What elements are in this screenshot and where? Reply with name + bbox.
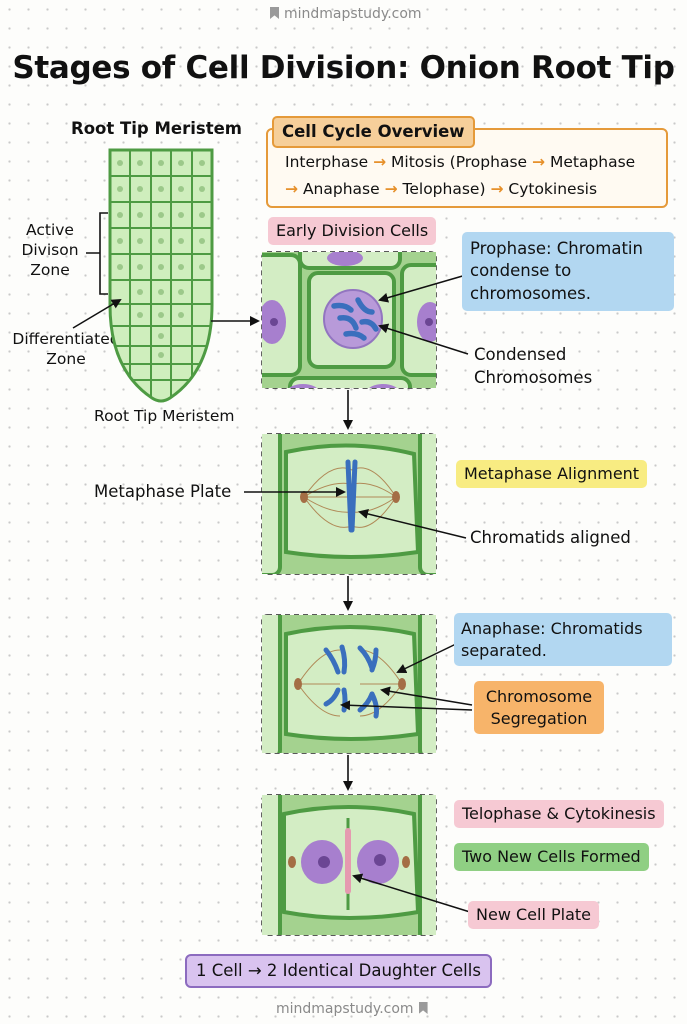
overview-text: Interphase → Mitosis (Prophase → Metapha…: [285, 149, 665, 203]
bookmark-icon: [418, 1002, 428, 1014]
prophase-box: Prophase: Chromatin condense to chromoso…: [462, 232, 674, 311]
arrow-icon: →: [384, 180, 398, 198]
root-tip-illustration: [86, 148, 214, 403]
early-division-label: Early Division Cells: [268, 217, 437, 245]
root-top-label: Root Tip Meristem: [71, 119, 242, 138]
arrow-icon: →: [532, 153, 546, 171]
chromatids-aligned-label: Chromatids aligned: [470, 528, 631, 547]
telophase-box: Telophase & Cytokinesis: [454, 800, 664, 828]
watermark-top: mindmapstudy.com: [270, 6, 422, 22]
summary-box: 1 Cell → 2 Identical Daughter Cells: [185, 954, 492, 989]
condensed-chromosomes-label: Condensed Chromosomes: [474, 345, 593, 387]
prophase-cells: [262, 252, 436, 388]
anaphase-box: Anaphase: Chromatids separated.: [454, 613, 672, 667]
telophase-cells: [262, 795, 436, 935]
new-cells-box: Two New Cells Formed: [454, 843, 649, 871]
overview-title: Cell Cycle Overview: [272, 116, 475, 149]
differentiated-zone-label: Differentiated Zone: [12, 330, 120, 368]
watermark-bottom: mindmapstudy.com: [276, 1001, 428, 1017]
anaphase-cells: [262, 615, 436, 753]
root-bottom-label: Root Tip Meristem: [94, 407, 235, 425]
metaphase-cells: [262, 434, 436, 574]
cell-plate-box: New Cell Plate: [468, 901, 599, 929]
bookmark-icon: [270, 7, 279, 19]
overview-line-1: Interphase → Mitosis (Prophase → Metapha…: [285, 153, 636, 171]
active-zone-label: Active Divison Zone: [21, 221, 79, 279]
differentiated-pointer: [72, 298, 122, 329]
arrow-icon: →: [373, 153, 387, 171]
overview-line-2: → Anaphase → Telophase) → Cytokinesis: [285, 180, 598, 198]
arrow-icon: →: [285, 180, 298, 198]
page-title: Stages of Cell Division: Onion Root Tip: [12, 50, 675, 86]
chromosome-segregation-box: Chromosome Segregation: [474, 681, 604, 735]
arrow-icon: →: [490, 180, 504, 198]
metaphase-plate-label: Metaphase Plate: [94, 482, 232, 501]
metaphase-box: Metaphase Alignment: [456, 460, 648, 488]
